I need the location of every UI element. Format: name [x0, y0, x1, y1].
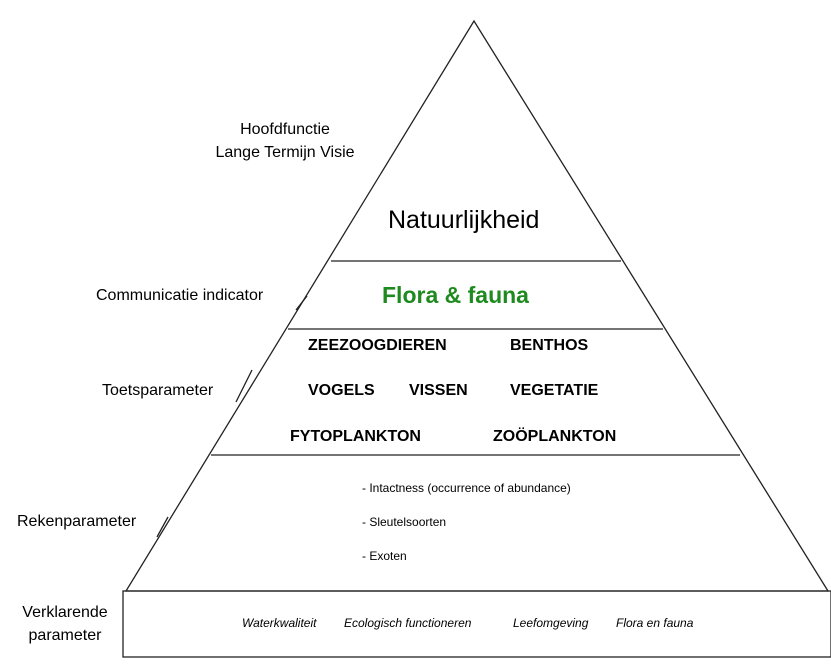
toets-item-zeezoogdieren: ZEEZOOGDIEREN [308, 337, 447, 354]
label-hoofdfunctie: Hoofdfunctie Lange Termijn Visie [170, 118, 400, 164]
pointer-communicatie [295, 295, 308, 311]
verklarend-item-leefomgeving: Leefomgeving [513, 616, 589, 630]
label-toetsparameter: Toetsparameter [102, 382, 214, 399]
label-hoofdfunctie-line1: Hoofdfunctie [240, 121, 330, 138]
verklarend-item-ecologisch: Ecologisch functioneren [344, 616, 472, 630]
reken-item-sleutelsoorten: - Sleutelsoorten [362, 515, 447, 529]
toets-item-fytoplankton: FYTOPLANKTON [290, 428, 421, 445]
label-rekenparameter: Rekenparameter [17, 513, 137, 530]
label-verklarende-line1: Verklarende [22, 604, 108, 621]
reken-item-intactness: - Intactness (occurrence of abundance) [362, 481, 571, 495]
base-box [122, 590, 831, 658]
verklarend-item-waterkwaliteit: Waterkwaliteit [242, 616, 317, 630]
tier-top-natuurlijkheid: Natuurlijkheid [388, 206, 540, 234]
toets-item-benthos: BENTHOS [510, 337, 589, 354]
toets-item-vegetatie: VEGETATIE [510, 382, 599, 399]
reken-item-exoten: - Exoten [362, 549, 407, 563]
toets-item-vogels: VOGELS [308, 382, 375, 399]
toets-item-vissen: VISSEN [409, 382, 468, 399]
label-verklarende-line2: parameter [28, 627, 102, 644]
pointer-reken [156, 516, 169, 538]
toets-item-zooplankton: ZOÖPLANKTON [493, 428, 617, 445]
verklarend-item-flora-en-fauna: Flora en fauna [616, 616, 694, 630]
label-verklarende-parameter: Verklarende parameter [8, 601, 122, 647]
tier-communication-flora-fauna: Flora & fauna [382, 282, 529, 308]
pointer-toets [235, 369, 253, 403]
label-lange-termijn-visie: Lange Termijn Visie [215, 144, 355, 161]
label-communicatie-indicator: Communicatie indicator [96, 287, 264, 304]
